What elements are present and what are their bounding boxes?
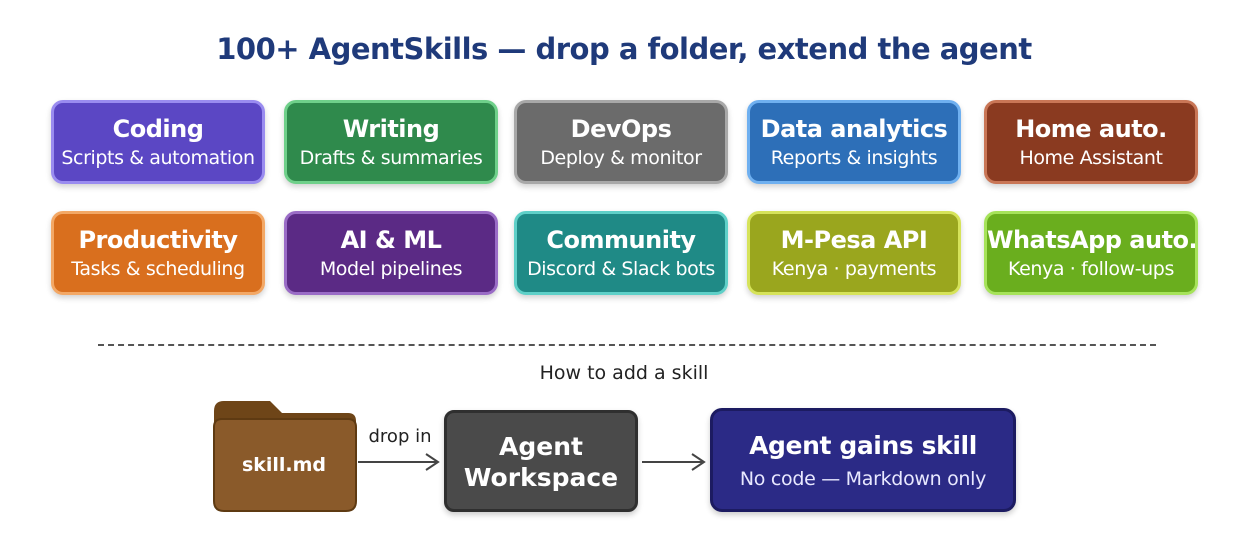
skill-subtitle: Kenya · payments	[771, 258, 937, 280]
arrow-workspace-to-result	[642, 453, 706, 471]
skill-subtitle: Deploy & monitor	[540, 147, 702, 169]
skill-card-home-auto: Home auto. Home Assistant	[984, 100, 1198, 184]
skill-subtitle: Kenya · follow-ups	[1008, 258, 1174, 280]
folder-label: skill.md	[241, 454, 327, 476]
skill-card-writing: Writing Drafts & summaries	[284, 100, 498, 184]
skill-subtitle: Reports & insights	[770, 147, 938, 169]
skill-subtitle: Home Assistant	[1019, 147, 1163, 169]
skill-title: Data analytics	[760, 115, 948, 143]
skill-title: Home auto.	[1015, 115, 1167, 143]
skill-title: DevOps	[570, 115, 672, 143]
skill-card-devops: DevOps Deploy & monitor	[514, 100, 728, 184]
dashed-divider	[98, 344, 1156, 346]
folder-icon	[213, 401, 357, 512]
agent-workspace-box: Agent Workspace	[444, 410, 638, 512]
skill-title: AI & ML	[340, 226, 442, 254]
skill-title: Coding	[112, 115, 204, 143]
skill-card-productivity: Productivity Tasks & scheduling	[51, 211, 265, 295]
skill-subtitle: Discord & Slack bots	[527, 258, 715, 280]
skill-card-data-analytics: Data analytics Reports & insights	[747, 100, 961, 184]
skill-card-coding: Coding Scripts & automation	[51, 100, 265, 184]
workspace-line-1: Agent	[499, 432, 583, 461]
skill-card-whatsapp-auto: WhatsApp auto. Kenya · follow-ups	[984, 211, 1198, 295]
result-subtitle: No code — Markdown only	[739, 468, 987, 490]
page-title: 100+ AgentSkills — drop a folder, extend…	[216, 32, 1032, 66]
skill-card-ai-ml: AI & ML Model pipelines	[284, 211, 498, 295]
skill-subtitle: Model pipelines	[319, 258, 463, 280]
arrow-folder-to-workspace	[358, 453, 440, 471]
agent-gains-skill-box: Agent gains skill No code — Markdown onl…	[710, 408, 1016, 512]
skill-subtitle: Drafts & summaries	[299, 147, 483, 169]
workspace-line-2: Workspace	[463, 463, 619, 492]
skill-title: Writing	[342, 115, 440, 143]
drop-in-label: drop in	[368, 426, 432, 447]
result-title: Agent gains skill	[749, 431, 977, 460]
skill-title: WhatsApp auto.	[987, 226, 1198, 254]
skill-card-mpesa-api: M-Pesa API Kenya · payments	[747, 211, 961, 295]
skill-subtitle: Scripts & automation	[61, 147, 255, 169]
skill-card-community: Community Discord & Slack bots	[514, 211, 728, 295]
how-to-heading: How to add a skill	[539, 362, 709, 384]
skill-title: Productivity	[78, 226, 238, 254]
skill-subtitle: Tasks & scheduling	[71, 258, 245, 280]
skill-title: M-Pesa API	[780, 226, 928, 254]
skill-title: Community	[546, 226, 696, 254]
